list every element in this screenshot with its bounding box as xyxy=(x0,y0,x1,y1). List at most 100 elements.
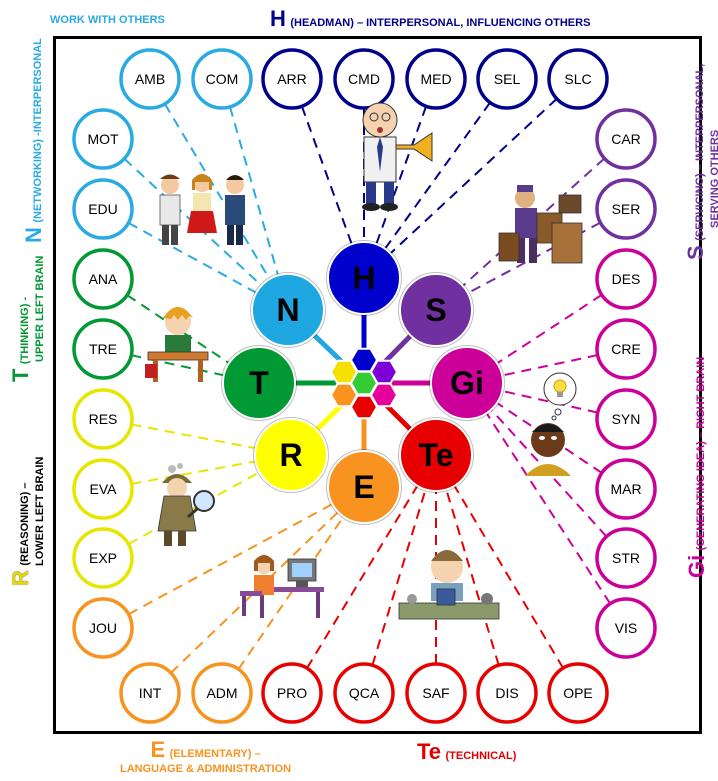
connector-line-exp xyxy=(127,471,260,545)
r-description-2: LOWER LEFT BRAIN xyxy=(34,456,46,566)
category-r: R xyxy=(253,417,329,493)
connector-line-res xyxy=(131,423,256,450)
node-label: SLC xyxy=(564,71,591,87)
t-category-label: T (THINKING) - UPPER LEFT BRAIN xyxy=(8,256,46,382)
category-te: Te xyxy=(398,417,474,493)
node-label: CAR xyxy=(611,131,641,147)
node-eva: EVA xyxy=(72,458,134,520)
connector-line-sel xyxy=(384,101,491,250)
node-label: MED xyxy=(420,71,451,87)
node-ser: SER xyxy=(595,178,657,240)
node-label: OPE xyxy=(563,685,593,701)
te-letter: Te xyxy=(417,739,442,764)
node-str: STR xyxy=(595,527,657,589)
student-thinking-icon xyxy=(145,307,209,382)
category-letter: Te xyxy=(419,437,454,473)
s-letter: S xyxy=(683,245,708,260)
connector-line-amb xyxy=(164,103,271,280)
e-description-1: (ELEMENTARY) – xyxy=(169,748,261,760)
group-of-people-icon xyxy=(159,174,245,245)
connector-line-car xyxy=(462,157,606,287)
n-category-label: N (NETWORKING) -INTERPERSONAL xyxy=(21,38,47,243)
node-label: SAF xyxy=(422,685,449,701)
man-with-lightbulb-icon xyxy=(525,372,577,476)
category-t: T xyxy=(221,345,297,421)
node-com: COM xyxy=(191,48,253,110)
detective-with-magnifier-icon xyxy=(157,463,215,546)
connector-line-dis xyxy=(445,489,500,666)
node-label: COM xyxy=(206,71,239,87)
node-des: DES xyxy=(595,248,657,310)
connector-line-med xyxy=(375,105,428,245)
node-label: ANA xyxy=(89,271,118,287)
technician-repairing-icon xyxy=(398,550,500,620)
category-letter: T xyxy=(249,365,269,401)
n-description: (NETWORKING) -INTERPERSONAL xyxy=(32,38,44,223)
node-label: JOU xyxy=(89,620,117,636)
category-e: E xyxy=(326,449,402,525)
node-edu: EDU xyxy=(72,178,134,240)
node-amb: AMB xyxy=(119,48,181,110)
t-letter: T xyxy=(8,368,33,382)
node-arr: ARR xyxy=(261,48,323,110)
gi-description: (GENERATING IDEA) – RIGHT BRAIN xyxy=(695,356,707,551)
connector-line-ope xyxy=(453,485,564,669)
node-label: DIS xyxy=(495,685,518,701)
node-vis: VIS xyxy=(595,597,657,659)
node-tre: TRE xyxy=(72,318,134,380)
category-letter: H xyxy=(352,260,375,296)
node-int: INT xyxy=(119,662,181,724)
node-ope: OPE xyxy=(547,662,609,724)
r-description-1: (REASONING) – xyxy=(19,482,31,566)
node-label: RES xyxy=(89,411,118,427)
connector-line-pro xyxy=(306,485,419,669)
porter-with-luggage-icon xyxy=(498,185,583,264)
category-h: H xyxy=(326,240,402,316)
connector-line-adm xyxy=(237,516,345,670)
category-letter: R xyxy=(279,437,302,473)
t-description-2: UPPER LEFT BRAIN xyxy=(34,255,46,362)
category-letter: Gi xyxy=(450,365,484,401)
h-letter: H xyxy=(270,6,286,31)
e-category-label: E (ELEMENTARY) – LANGUAGE & ADMINISTRATI… xyxy=(120,737,291,775)
gi-category-label: Gi (GENERATING IDEA) – RIGHT BRAIN xyxy=(684,357,710,578)
node-label: PRO xyxy=(277,685,307,701)
category-letter: E xyxy=(353,469,374,505)
connector-line-com xyxy=(229,106,280,276)
center-hexagons xyxy=(329,347,399,420)
node-label: CMD xyxy=(348,71,380,87)
connector-line-jou xyxy=(128,503,333,616)
node-adm: ADM xyxy=(191,662,253,724)
node-mot: MOT xyxy=(72,108,134,170)
diagram-frame xyxy=(53,36,702,734)
node-sel: SEL xyxy=(476,48,538,110)
node-mar: MAR xyxy=(595,458,657,520)
s-description-2: SERVING OTHERS xyxy=(709,129,718,228)
node-label: MOT xyxy=(87,131,119,147)
connector-line-int xyxy=(170,511,339,674)
center-hexagon xyxy=(349,370,379,396)
node-label: EXP xyxy=(89,550,117,566)
category-letter: S xyxy=(425,292,446,328)
node-label: AMB xyxy=(135,71,165,87)
node-pro: PRO xyxy=(261,662,323,724)
s-category-label: S (SERVICING) – INTERPERSONAL, SERVING O… xyxy=(683,64,718,260)
node-car: CAR xyxy=(595,108,657,170)
e-description-2: LANGUAGE & ADMINISTRATION xyxy=(120,763,292,775)
node-qca: QCA xyxy=(333,662,395,724)
node-res: RES xyxy=(72,388,134,450)
te-description: (TECHNICAL) xyxy=(445,750,517,762)
node-label: QCA xyxy=(349,685,380,701)
node-jou: JOU xyxy=(72,597,134,659)
node-cmd: CMD xyxy=(333,48,395,110)
connector-line-mar xyxy=(496,402,603,474)
h-description: (HEADMAN) – INTERPERSONAL, INFLUENCING O… xyxy=(290,17,591,29)
category-n: N xyxy=(250,272,326,348)
connector-line-edu xyxy=(127,222,257,294)
node-label: INT xyxy=(139,685,162,701)
category-s: S xyxy=(398,272,474,348)
node-exp: EXP xyxy=(72,527,134,589)
category-gi: Gi xyxy=(429,345,505,421)
